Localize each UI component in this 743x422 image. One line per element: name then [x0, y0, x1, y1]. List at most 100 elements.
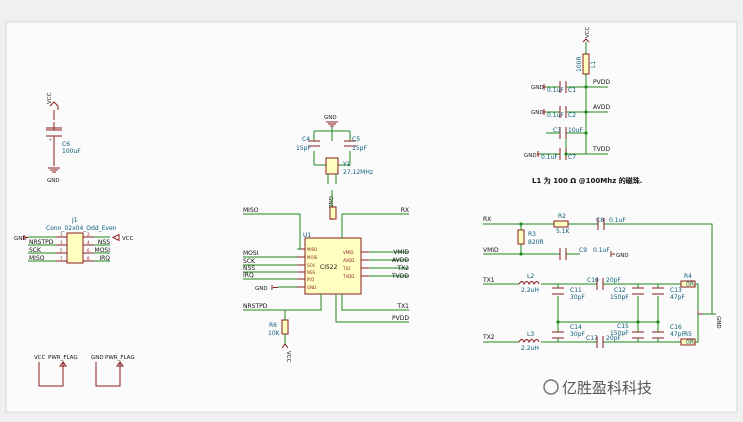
u1-gnd-label: GND — [255, 286, 268, 292]
y1-body — [325, 157, 339, 175]
u1-net-avdd: AVDD — [392, 257, 409, 264]
ferrite-bead-note: L1 为 100 Ω @100Mhz 的磁珠. — [532, 176, 642, 185]
svg-text:GND: GND — [307, 285, 316, 290]
power-flags: VCC PWR_FLAG GND PWR_FLAG — [34, 355, 135, 387]
c14-value: 30pF — [570, 331, 585, 338]
ant-gnd-label: GND — [715, 316, 721, 329]
c13-value: 47pF — [670, 294, 685, 301]
u1-net-rx: RX — [401, 207, 409, 214]
c7-ref: C7 — [568, 154, 576, 161]
c9-value: 0.1uF — [593, 247, 610, 254]
svg-text:SCK: SCK — [307, 263, 315, 268]
l1-value: 100R — [576, 56, 583, 72]
u1-net-miso: MISO — [243, 207, 259, 214]
svg-text:8: 8 — [87, 256, 90, 261]
c6-gnd-label: GND — [47, 178, 60, 184]
r5-body — [680, 338, 696, 346]
r2-body — [553, 220, 569, 228]
l2-value: 2.2uH — [521, 287, 539, 294]
u1-net-vmid: VMID — [393, 249, 409, 256]
y1-ref: Y1 — [342, 161, 351, 168]
c1-ref: C1 — [568, 87, 576, 94]
c16-ref: C16 — [670, 324, 682, 331]
ant-net-tx2: TX2 — [482, 334, 495, 341]
svg-text:5: 5 — [60, 248, 63, 253]
c10-ref: C10 — [587, 277, 599, 284]
u1-ci522: U1 CI522 MISO MOSI SCK NSS IRQ GND VMID … — [243, 207, 409, 363]
u1-net-sck: SCK — [243, 258, 256, 265]
j1-net-nss: NSS — [98, 239, 110, 246]
u1-net-nrstpd: NRSTPD — [243, 303, 268, 310]
c11-ref: C11 — [570, 287, 582, 294]
watermark-text: 亿胜盈科科技 — [562, 379, 652, 397]
l3-value: 2.2uH — [521, 345, 539, 352]
svg-text:TX2: TX2 — [342, 266, 351, 271]
r6-vcc-label: VCC — [285, 351, 291, 363]
l1-body — [582, 53, 590, 75]
r3-value: 820R — [528, 239, 544, 246]
c8-ref: C8 — [596, 217, 604, 224]
svg-text:IRQ: IRQ — [307, 277, 314, 282]
c7-gnd-label: GND — [524, 153, 537, 159]
u1-name: CI522 — [320, 264, 338, 271]
c12-value: 150pF — [610, 294, 629, 301]
pvdd-net: PVDD — [593, 79, 610, 86]
j1-vcc-label: VCC — [122, 236, 134, 242]
j1-net-miso: MISO — [29, 255, 45, 262]
c7-value: 0.1uF — [541, 154, 558, 161]
l1-ref: L1 — [590, 61, 597, 68]
crystal-section: GND C4 15pF C5 15pF Y1 27.12MHz GND — [296, 115, 373, 220]
c13-ref: C13 — [670, 287, 682, 294]
y1-gnd-label: GND — [327, 196, 333, 209]
r6-value: 10K — [268, 330, 281, 337]
svg-text:1: 1 — [60, 232, 63, 237]
r4-ref: R4 — [684, 273, 692, 280]
j1-name: Conn_02x04_Odd_Even — [46, 225, 117, 232]
sheet-paper — [5, 21, 738, 413]
svg-text:4: 4 — [87, 240, 90, 245]
u1-net-pvdd: PVDD — [392, 315, 409, 322]
c11-value: 30pF — [570, 294, 585, 301]
j1-net-sck: SCK — [29, 247, 42, 254]
flag-gnd-label: GND — [91, 355, 104, 361]
svg-text:+: + — [49, 137, 52, 142]
c2-gnd-label: GND — [531, 110, 544, 116]
c2-ref: C2 — [568, 112, 576, 119]
svg-text:MISO: MISO — [307, 247, 317, 252]
r5-ref: R5 — [684, 331, 692, 338]
c14-ref: C14 — [570, 324, 582, 331]
c15-ref: C15 — [617, 323, 629, 330]
c6-value: 100uF — [62, 148, 81, 155]
svg-text:6: 6 — [87, 248, 90, 253]
u1-net-tx1: TX1 — [396, 303, 409, 310]
c5-value: 15pF — [352, 145, 367, 152]
ant-net-tx1: TX1 — [482, 277, 495, 284]
r-feed-body — [329, 206, 337, 220]
c6-ref: C6 — [62, 141, 70, 148]
u1-net-nss: NSS — [243, 265, 255, 272]
c5-ref: C5 — [352, 136, 360, 143]
svg-text:2: 2 — [87, 232, 90, 237]
c17-value: 20pF — [606, 335, 621, 342]
c9-gnd-label: GND — [616, 253, 629, 259]
c15-value: 150pF — [610, 330, 629, 337]
j1-gnd-label: GND — [14, 236, 27, 242]
antenna-section: RX R2 5.1K C8 0.1uF R3 820R VMID C9 0.1u… — [482, 213, 721, 352]
c10-value: 20pF — [606, 277, 621, 284]
watermark: 亿胜盈科科技 — [543, 379, 652, 397]
r4-body — [680, 280, 696, 288]
svg-text:AVDD: AVDD — [343, 258, 354, 263]
u1-net-tvdd: TVDD — [391, 273, 409, 280]
c6-bulk-capacitor: VCC C6 100uF GND + — [46, 92, 81, 184]
j1-net-mosi: MOSI — [95, 247, 111, 254]
l2-ref: L2 — [527, 273, 534, 280]
decoupling-section: VCC L1 100R GND GND GND 0.1uF C1 0.1uF C… — [524, 26, 642, 185]
svg-text:TVDD: TVDD — [342, 274, 354, 279]
watermark-logo-icon — [543, 379, 559, 395]
c4-value: 15pF — [296, 145, 311, 152]
tvdd-net: TVDD — [592, 146, 610, 153]
flag-vcc-pwrflag: PWR_FLAG — [48, 355, 78, 361]
svg-text:MOSI: MOSI — [307, 255, 317, 260]
c8-value: 0.1uF — [609, 217, 626, 224]
